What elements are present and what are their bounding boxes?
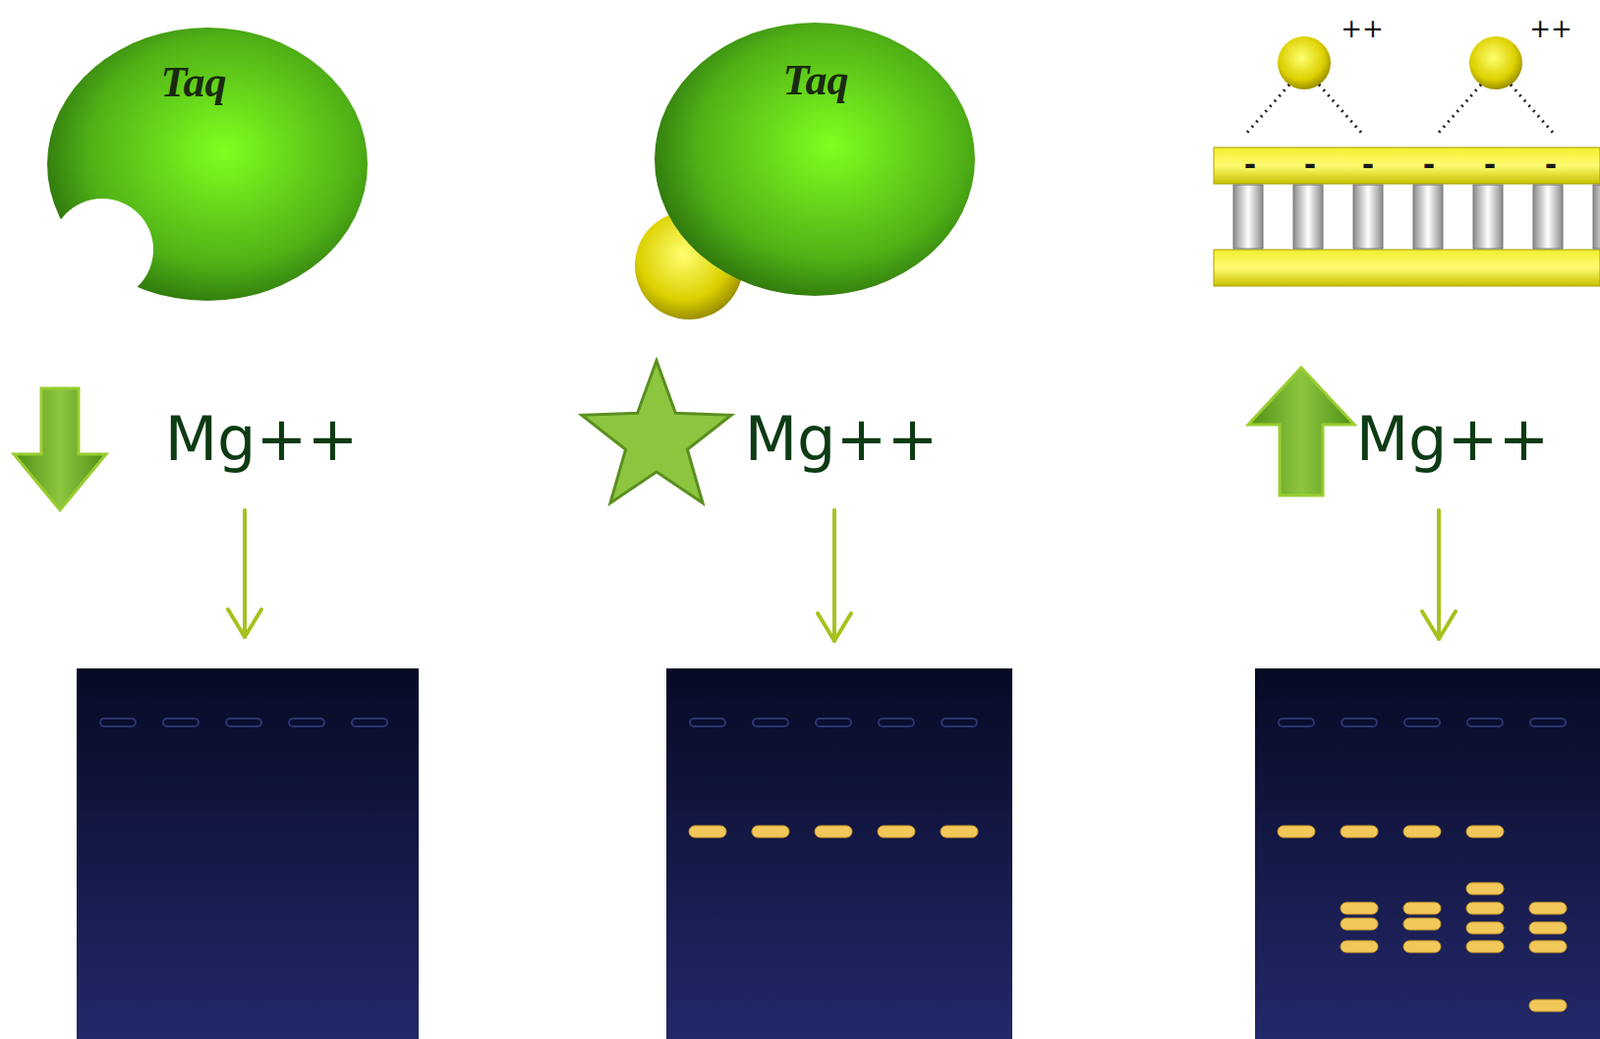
dna-band: [1466, 940, 1504, 953]
flow-arrow-head: [817, 613, 852, 641]
base-pair: [1293, 184, 1323, 249]
decrease-arrow: [13, 388, 107, 511]
gel-well: [1404, 718, 1440, 727]
dna-band: [1403, 902, 1441, 915]
dna-band: [1466, 902, 1504, 915]
base-pair: [1473, 184, 1503, 249]
ion-charge: ++: [1340, 15, 1384, 42]
ion-charge: ++: [1529, 15, 1573, 42]
gel-well: [351, 718, 388, 727]
phosphate-charge: -: [1423, 150, 1435, 180]
base-pair: [1233, 184, 1263, 249]
dna-band: [1340, 902, 1378, 915]
dna-band: [1340, 940, 1378, 953]
ionic-bond: [1510, 84, 1554, 134]
flow-arrow-head: [228, 609, 262, 637]
gel-well: [1278, 718, 1315, 727]
gel-well: [941, 718, 977, 727]
dna-band: [688, 825, 727, 838]
taq-polymerase: Taq: [652, 20, 977, 298]
gel-well: [1467, 718, 1503, 727]
magnesium-label: Mg++: [744, 408, 939, 470]
dna-band: [1466, 825, 1504, 838]
enzyme-body: [47, 27, 368, 301]
gel-well: [1530, 718, 1566, 727]
ionic-bond: [1318, 84, 1363, 134]
gel-well: [1341, 718, 1377, 727]
dna-band: [814, 825, 853, 838]
ionic-bond: [1437, 84, 1482, 134]
gel-well: [878, 718, 915, 727]
base-pair: [1593, 184, 1600, 249]
dna-band: [1403, 940, 1441, 953]
dna-band: [1403, 917, 1441, 930]
gel-well: [689, 718, 726, 727]
dna-strand: [1213, 147, 1600, 286]
dna-band: [940, 825, 978, 838]
gel: [76, 668, 419, 1039]
dna-backbone: [1213, 249, 1600, 286]
base-pair: [1413, 184, 1443, 249]
dna-backbone: [1213, 147, 1600, 184]
magnesium-label: Mg++: [1356, 408, 1550, 470]
base-pair: [1353, 184, 1383, 249]
base-pair: [1533, 184, 1563, 249]
flow-arrow-head: [1422, 611, 1456, 639]
gel: [666, 668, 1013, 1039]
phosphate-charge: -: [1362, 150, 1374, 180]
increase-arrow: [1248, 367, 1355, 496]
dna-band: [1529, 902, 1567, 915]
dna-band: [1340, 917, 1378, 930]
phosphate-charge: -: [1484, 150, 1496, 180]
phosphate-charge: -: [1244, 150, 1257, 180]
dna-band: [1466, 921, 1504, 934]
ionic-bond: [1246, 84, 1554, 134]
taq-polymerase: Taq: [45, 25, 370, 303]
enzyme-label: Taq: [161, 57, 228, 108]
dna-band: [877, 825, 915, 838]
phosphate-charge: -: [1304, 150, 1316, 180]
dna-band: [1340, 825, 1378, 838]
mg-ion: [1277, 36, 1331, 90]
mg-ion: [1469, 36, 1523, 90]
gel-well: [752, 718, 789, 727]
dna-band: [1277, 825, 1315, 838]
dna-band: [751, 825, 790, 838]
gel-well: [100, 718, 136, 727]
dna-band: [1466, 882, 1504, 895]
dna-band: [1529, 999, 1567, 1012]
dna-band: [1529, 921, 1567, 934]
gel: [1255, 668, 1600, 1039]
dna-band: [1529, 940, 1567, 953]
ionic-bond: [1246, 84, 1290, 134]
dna-band: [1403, 825, 1441, 838]
gel-well: [288, 718, 325, 727]
optimal-star: [581, 360, 732, 504]
flow-arrow: [242, 510, 247, 637]
flow-arrow: [832, 510, 837, 641]
enzyme-body: [654, 22, 975, 296]
gel-well: [815, 718, 852, 727]
magnesium-label: Mg++: [165, 408, 359, 470]
gel-well: [226, 718, 262, 727]
flow-arrow: [1436, 510, 1441, 639]
enzyme-label: Taq: [783, 55, 850, 106]
empty-binding-site: [51, 198, 154, 301]
gel-well: [163, 718, 199, 727]
phosphate-charge: -: [1544, 150, 1557, 180]
